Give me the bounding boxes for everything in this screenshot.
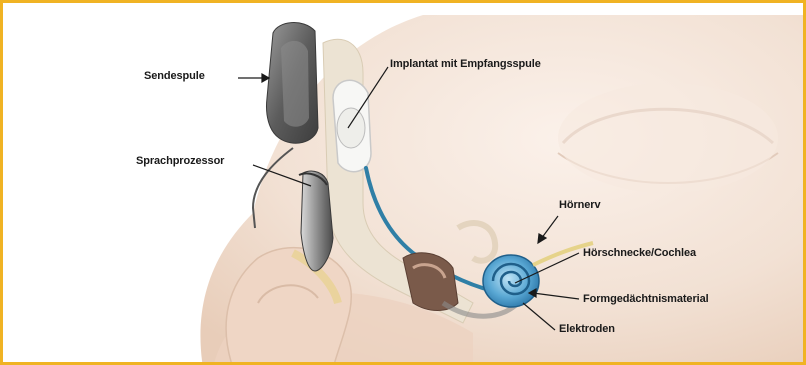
implant-receiver-coil	[333, 80, 371, 171]
transmitter-coil	[267, 23, 319, 144]
label-formgedaechtnis: Formgedächtnismaterial	[583, 293, 709, 305]
label-elektroden: Elektroden	[559, 323, 615, 335]
eye	[558, 83, 778, 193]
label-sendespule: Sendespule	[144, 70, 205, 82]
label-sprachprozessor: Sprachprozessor	[136, 155, 224, 167]
label-hoernerv: Hörnerv	[559, 199, 600, 211]
cochlea	[483, 255, 539, 307]
label-cochlea: Hörschnecke/Cochlea	[583, 247, 696, 259]
arrowhead-sendespule	[262, 74, 269, 82]
label-implantat: Implantat mit Empfangsspule	[390, 58, 541, 70]
